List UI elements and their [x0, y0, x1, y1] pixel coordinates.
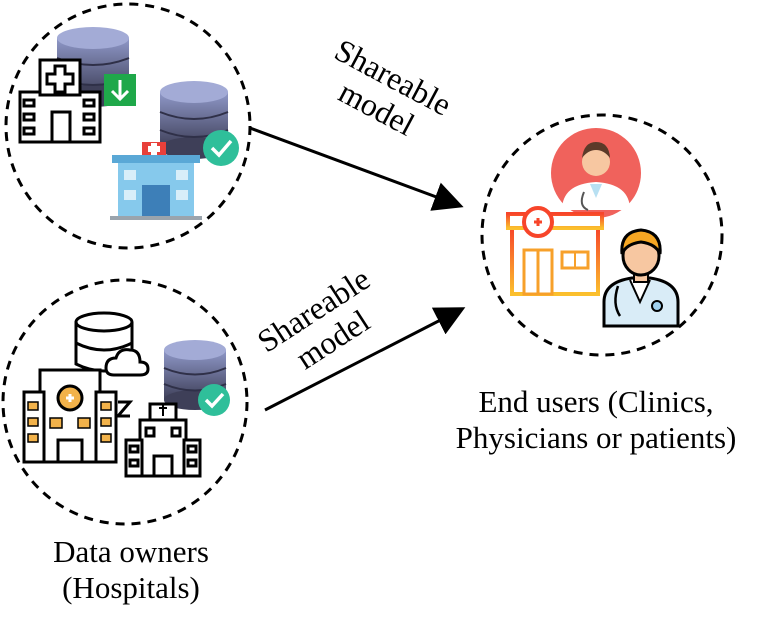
hospital-outline-icon	[124, 402, 202, 478]
pharmacy-icon	[506, 206, 604, 296]
users-caption-line1: End users (Clinics,	[478, 384, 714, 419]
data-owners-caption: Data owners (Hospitals)	[0, 534, 262, 605]
hospital-outline-icon	[18, 58, 102, 144]
doctor-icon	[602, 228, 680, 328]
owners-caption-line2: (Hospitals)	[62, 569, 200, 605]
physician-avatar-icon	[551, 128, 641, 218]
users-caption-line2: Physicians or patients)	[455, 419, 737, 455]
check-icon	[203, 130, 239, 166]
sleep-z-icon	[114, 400, 134, 418]
end-users-circle	[480, 113, 724, 357]
end-users-caption: End users (Clinics, Physicians or patien…	[420, 384, 772, 455]
cloud-icon	[104, 348, 150, 377]
hospital-building-icon	[110, 142, 202, 220]
download-icon	[104, 74, 136, 106]
arrow-top	[249, 126, 464, 211]
owner-group-bottom-circle	[1, 278, 249, 526]
hospital-building-icon	[22, 368, 118, 464]
owner-group-top-circle	[4, 2, 252, 250]
arrow-bottom	[264, 307, 466, 412]
check-icon	[198, 384, 230, 416]
owners-caption-line1: Data owners	[53, 534, 209, 569]
